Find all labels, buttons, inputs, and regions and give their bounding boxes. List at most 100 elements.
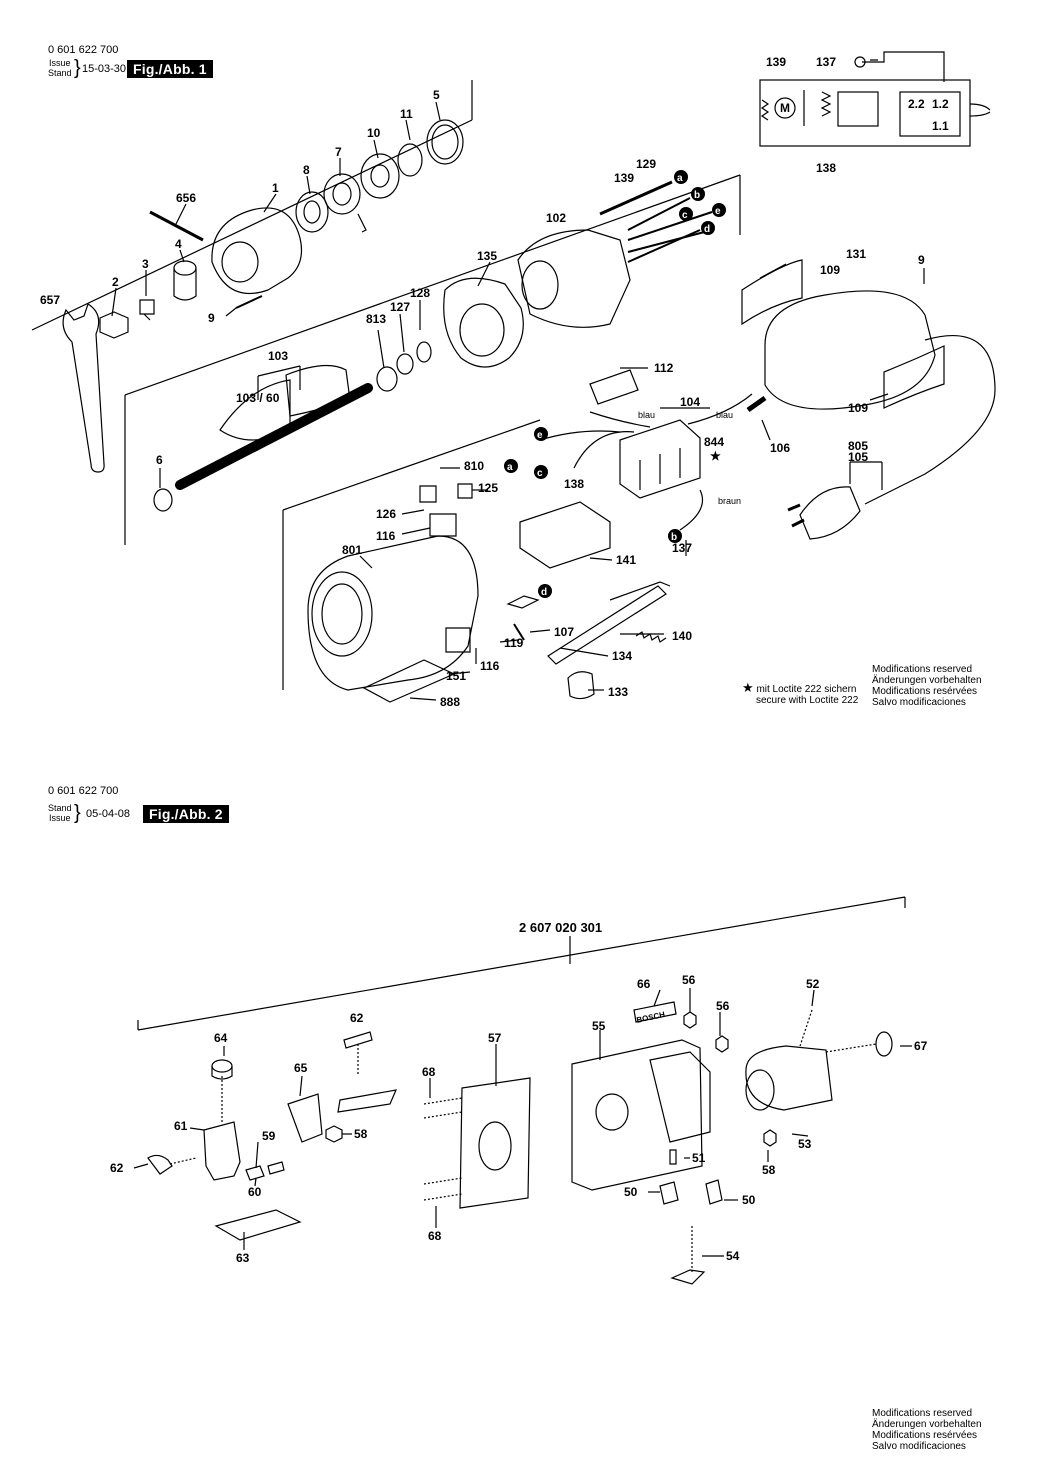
label-62b: 62 xyxy=(110,1161,124,1175)
label-102: 102 xyxy=(546,211,566,225)
label-104: 104 xyxy=(680,395,700,409)
label-126: 126 xyxy=(376,507,396,521)
label-68b: 68 xyxy=(428,1229,442,1243)
label-10: 10 xyxy=(367,126,381,140)
label-2: 2 xyxy=(112,275,119,289)
label-141: 141 xyxy=(616,553,636,567)
sheet1-issue-word: Issue xyxy=(49,58,71,68)
label-59: 59 xyxy=(262,1129,276,1143)
connector-b-2: b xyxy=(671,532,677,543)
label-68a: 68 xyxy=(422,1065,436,1079)
label-65: 65 xyxy=(294,1061,308,1075)
label-129: 129 xyxy=(636,157,656,171)
schematic-label-137: 137 xyxy=(816,55,836,69)
loctite-note: ★ mit Loctite 222 sichern secure with Lo… xyxy=(742,680,859,706)
label-133: 133 xyxy=(608,685,628,699)
label-5: 5 xyxy=(433,88,440,102)
label-50b: 50 xyxy=(742,1193,756,1207)
label-55: 55 xyxy=(592,1019,606,1033)
label-3: 3 xyxy=(142,257,149,271)
label-56b: 56 xyxy=(716,999,730,1013)
sheet1-date: 15-03-30 xyxy=(82,63,127,75)
sheet2-stand-word: Stand xyxy=(48,803,72,813)
label-109b: 109 xyxy=(848,401,868,415)
schematic-contact-12: 1.2 xyxy=(932,97,949,111)
label-103: 103 xyxy=(268,349,288,363)
connector-e-2: e xyxy=(537,430,543,441)
label-105: 105 xyxy=(848,450,868,464)
connector-b: b xyxy=(694,190,700,201)
sheet2-issue-word: Issue xyxy=(49,813,71,823)
sheet2-brace: } xyxy=(74,802,81,824)
label-116b: 116 xyxy=(480,659,500,673)
schematic-label-139: 139 xyxy=(766,55,786,69)
label-656: 656 xyxy=(176,191,196,205)
label-139a: 139 xyxy=(614,171,634,185)
kit-number: 2 607 020 301 xyxy=(519,920,602,935)
schematic-contact-11: 1.1 xyxy=(932,119,949,133)
bosch-badge-text: BOSCH xyxy=(636,1010,666,1025)
connector-c: c xyxy=(682,210,688,221)
label-112: 112 xyxy=(654,361,674,375)
wire-label-blau-2: blau xyxy=(716,410,733,420)
label-107: 107 xyxy=(554,625,574,639)
connector-a: a xyxy=(677,173,683,184)
label-116a: 116 xyxy=(376,529,396,543)
label-810: 810 xyxy=(464,459,484,473)
label-11: 11 xyxy=(400,107,413,121)
label-63: 63 xyxy=(236,1251,250,1265)
label-805: 805 xyxy=(848,439,868,453)
connector-e: e xyxy=(715,206,721,217)
sheet2-part-number: 0 601 622 700 xyxy=(48,785,119,797)
label-140: 140 xyxy=(672,629,692,643)
label-62a: 62 xyxy=(350,1011,364,1025)
label-134: 134 xyxy=(612,649,632,663)
label-813: 813 xyxy=(366,312,386,326)
label-8: 8 xyxy=(303,163,310,177)
connector-c-2: c xyxy=(537,468,543,479)
label-7: 7 xyxy=(335,145,342,159)
sheet1-part-number: 0 601 622 700 xyxy=(48,44,119,56)
label-58a: 58 xyxy=(354,1127,368,1141)
label-67: 67 xyxy=(914,1039,928,1053)
label-106: 106 xyxy=(770,441,790,455)
label-128: 128 xyxy=(410,286,430,300)
label-151: 151 xyxy=(446,669,466,683)
connector-a-2: a xyxy=(507,462,513,473)
label-657: 657 xyxy=(40,293,60,307)
loctite-star-icon: ★ xyxy=(742,680,754,695)
label-57: 57 xyxy=(488,1031,502,1045)
sheet2-date: 05-04-08 xyxy=(86,808,131,820)
fig2-label: Fig./Abb. 2 xyxy=(143,805,229,823)
label-56a: 56 xyxy=(682,973,696,987)
loctite-star-mark: ★ xyxy=(710,449,721,463)
label-801: 801 xyxy=(342,543,362,557)
label-50a: 50 xyxy=(624,1185,638,1199)
connector-d-2: d xyxy=(541,587,547,598)
wire-label-braun: braun xyxy=(718,496,741,506)
label-64: 64 xyxy=(214,1031,228,1045)
schematic-contact-22: 2.2 xyxy=(908,97,925,111)
wire-label-blau-1: blau xyxy=(638,410,655,420)
label-54: 54 xyxy=(726,1249,740,1263)
label-51: 51 xyxy=(692,1151,706,1165)
label-4: 4 xyxy=(175,237,182,251)
label-127: 127 xyxy=(390,300,410,314)
sheet1-brace: } xyxy=(74,57,81,79)
label-66: 66 xyxy=(637,977,651,991)
label-844: 844 xyxy=(704,435,724,449)
label-125: 125 xyxy=(478,481,498,495)
label-9a: 9 xyxy=(208,311,215,325)
schematic-label-138: 138 xyxy=(816,161,836,175)
label-58b: 58 xyxy=(762,1163,776,1177)
label-103-60: 103 / 60 xyxy=(236,391,280,405)
label-119: 119 xyxy=(504,636,524,650)
label-1: 1 xyxy=(272,181,279,195)
schematic-motor: M xyxy=(780,101,790,115)
sheet1-stand-word: Stand xyxy=(48,68,72,78)
label-138: 138 xyxy=(564,477,584,491)
label-137: 137 xyxy=(672,541,692,555)
